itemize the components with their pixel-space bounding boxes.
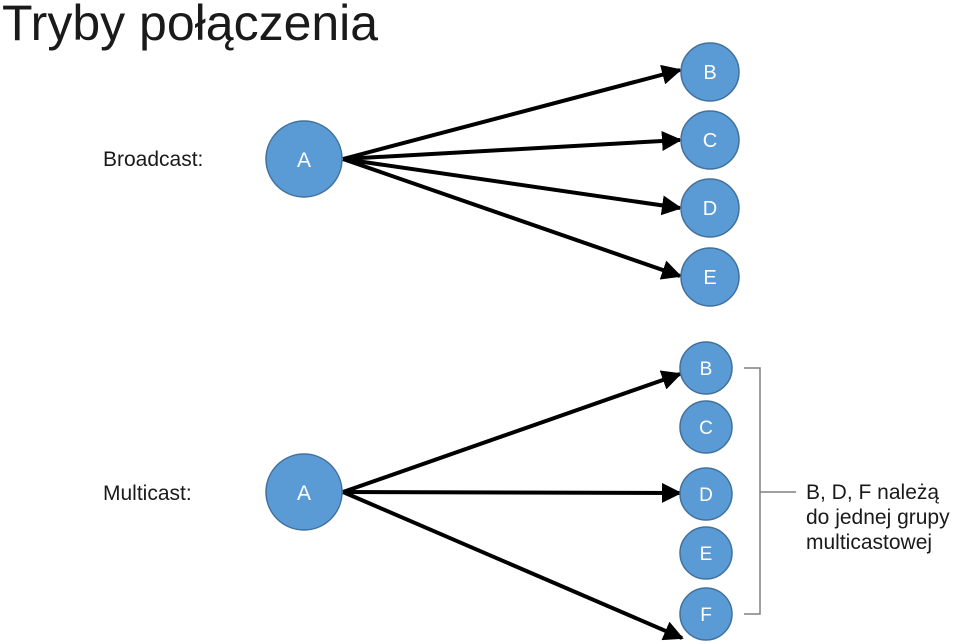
broadcast-label: Broadcast: <box>103 148 204 171</box>
multicast-node-a: A <box>265 453 343 531</box>
multicast-node-b: B <box>679 341 733 395</box>
multicast-group-bracket <box>744 367 796 615</box>
multicast-node-b-label: B <box>700 359 713 380</box>
multicast-node-d: D <box>679 467 733 521</box>
broadcast-arrow-d <box>342 157 682 216</box>
multicast-node-a-label: A <box>297 482 311 505</box>
note-line-2: do jednej grupy <box>806 506 950 529</box>
broadcast-arrow-c <box>342 131 682 161</box>
multicast-node-e: E <box>679 526 733 580</box>
broadcast-node-c: C <box>680 110 740 170</box>
broadcast-node-e: E <box>680 247 740 307</box>
multicast-node-e-label: E <box>700 544 713 565</box>
note-line-1: B, D, F należą <box>806 481 940 504</box>
broadcast-arrows <box>342 64 682 280</box>
broadcast-arrow-e <box>342 157 682 280</box>
broadcast-node-a: A <box>265 120 343 198</box>
broadcast-arrow-b <box>342 64 682 161</box>
broadcast-node-d-label: D <box>703 198 717 220</box>
note-line-3: multicastowej <box>806 531 933 554</box>
multicast-arrow-b <box>342 370 682 494</box>
multicast-node-d-label: D <box>699 485 713 506</box>
multicast-node-c-label: C <box>699 418 713 439</box>
slide-title: Tryby połączenia <box>2 0 379 51</box>
broadcast-node-b-label: B <box>703 62 716 84</box>
multicast-label: Multicast: <box>103 482 192 505</box>
broadcast-node-a-label: A <box>297 149 311 172</box>
broadcast-node-c-label: C <box>703 130 717 152</box>
multicast-group-note: B, D, F należą do jednej grupy multicast… <box>806 480 950 555</box>
multicast-node-f: F <box>679 587 733 641</box>
multicast-node-f-label: F <box>700 605 712 626</box>
multicast-arrow-d <box>342 482 682 503</box>
multicast-arrows <box>342 370 684 641</box>
broadcast-node-e-label: E <box>703 267 716 289</box>
broadcast-node-d: D <box>680 178 740 238</box>
broadcast-node-b: B <box>680 42 740 102</box>
multicast-arrow-f <box>342 490 684 641</box>
multicast-node-c: C <box>679 400 733 454</box>
